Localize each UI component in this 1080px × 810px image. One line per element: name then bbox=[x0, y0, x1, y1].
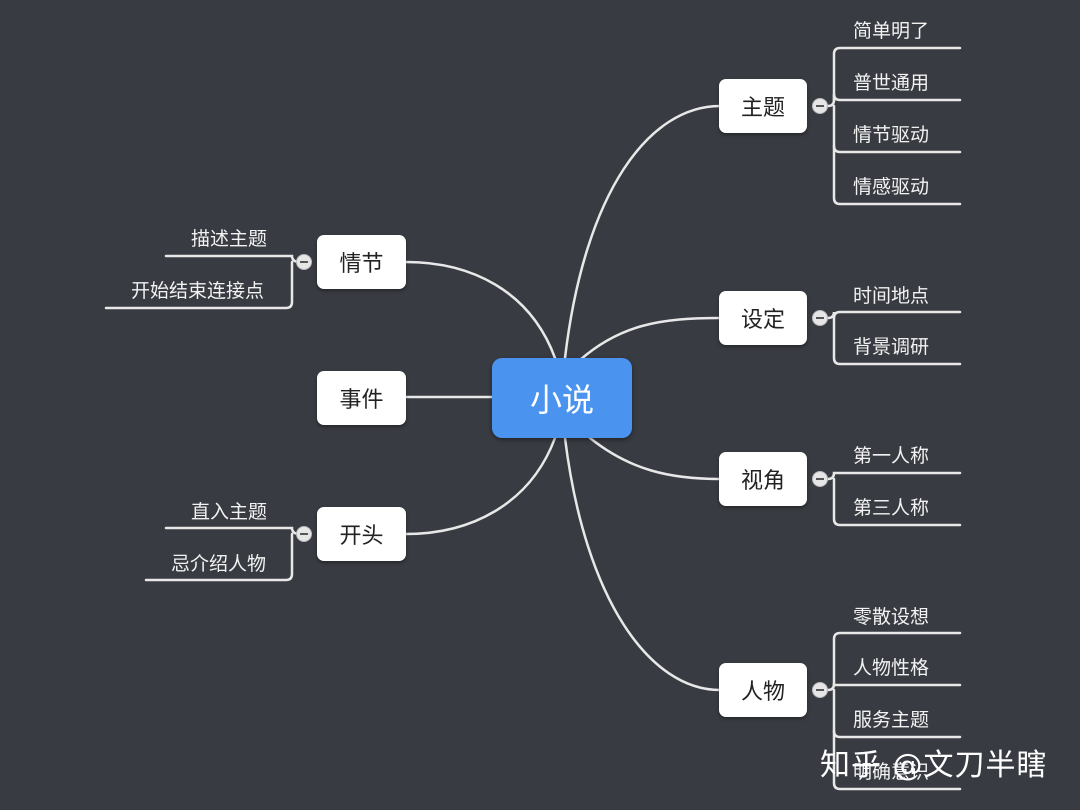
topic-zhuti[interactable]: 主题 bbox=[719, 79, 807, 133]
link-center-renwu bbox=[563, 436, 722, 692]
leaf-qingjie-1[interactable]: 描述主题 bbox=[191, 228, 268, 250]
collapse-shijiao-icon[interactable] bbox=[812, 471, 828, 487]
topic-shijian-label: 事件 bbox=[339, 388, 384, 413]
link-center-zhuti bbox=[563, 104, 722, 360]
topic-shijiao[interactable]: 视角 bbox=[719, 452, 807, 506]
topic-renwu[interactable]: 人物 bbox=[719, 663, 807, 717]
leaf-sheding-1[interactable]: 时间地点 bbox=[853, 285, 930, 307]
topic-shijian[interactable]: 事件 bbox=[317, 371, 406, 425]
topic-qingjie[interactable]: 情节 bbox=[317, 235, 406, 289]
link-center-sheding bbox=[578, 316, 722, 362]
leaf-zhuti-4[interactable]: 情感驱动 bbox=[853, 176, 930, 198]
leaf-renwu-2[interactable]: 人物性格 bbox=[853, 657, 930, 679]
leaf-qingjie-2[interactable]: 开始结束连接点 bbox=[131, 280, 265, 302]
topic-sheding-label: 设定 bbox=[740, 308, 785, 333]
leaf-zhuti-3[interactable]: 情节驱动 bbox=[853, 124, 930, 146]
watermark-text: 知乎 @文刀半瞎 bbox=[820, 748, 1048, 783]
collapse-qingjie-icon[interactable] bbox=[296, 254, 312, 270]
center-topic-label: 小说 bbox=[529, 381, 594, 419]
leaf-shijiao-1[interactable]: 第一人称 bbox=[853, 445, 930, 467]
collapse-zhuti-icon[interactable] bbox=[812, 98, 828, 114]
collapse-kaitou-icon[interactable] bbox=[296, 526, 312, 542]
leaf-kaitou-1[interactable]: 直入主题 bbox=[191, 501, 268, 523]
leaf-sheding-2[interactable]: 背景调研 bbox=[853, 336, 930, 358]
topic-kaitou[interactable]: 开头 bbox=[317, 507, 406, 561]
topic-zhuti-label: 主题 bbox=[740, 96, 785, 121]
center-topic[interactable]: 小说 bbox=[492, 358, 632, 438]
topic-renwu-label: 人物 bbox=[740, 680, 785, 705]
link-center-qingjie bbox=[404, 260, 557, 360]
topic-qingjie-label: 情节 bbox=[339, 252, 384, 277]
topic-kaitou-label: 开头 bbox=[339, 524, 384, 549]
collapse-renwu-icon[interactable] bbox=[812, 682, 828, 698]
leaf-zhuti-1[interactable]: 简单明了 bbox=[853, 20, 930, 42]
leaf-kaitou-2[interactable]: 忌介绍人物 bbox=[171, 553, 267, 575]
leaf-renwu-4[interactable]: 明确意识 bbox=[853, 761, 930, 783]
leaf-renwu-1[interactable]: 零散设想 bbox=[853, 606, 930, 628]
link-center-kaitou bbox=[404, 436, 557, 536]
topic-shijiao-label: 视角 bbox=[740, 469, 785, 494]
collapse-sheding-icon[interactable] bbox=[812, 310, 828, 326]
leaf-renwu-3[interactable]: 服务主题 bbox=[853, 709, 930, 731]
leaf-zhuti-2[interactable]: 普世通用 bbox=[853, 72, 930, 94]
leaf-shijiao-2[interactable]: 第三人称 bbox=[853, 497, 930, 519]
topic-sheding[interactable]: 设定 bbox=[719, 291, 807, 345]
link-center-shijiao bbox=[588, 436, 722, 481]
